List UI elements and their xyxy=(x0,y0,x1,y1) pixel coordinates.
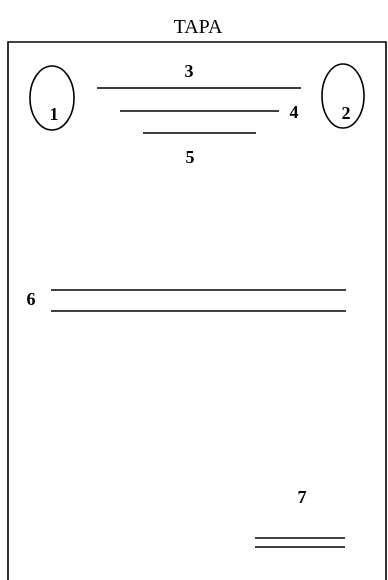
label-5: 5 xyxy=(186,147,195,167)
label-4: 4 xyxy=(290,102,299,122)
label-3: 3 xyxy=(185,61,194,81)
diagram-title: TAPA xyxy=(174,16,223,38)
outer-frame xyxy=(7,41,387,580)
ellipse-1 xyxy=(29,65,75,131)
ellipse-2 xyxy=(321,63,365,129)
label-1: 1 xyxy=(50,104,59,124)
label-7: 7 xyxy=(298,487,307,507)
label-2: 2 xyxy=(342,103,351,123)
label-6: 6 xyxy=(27,289,36,309)
